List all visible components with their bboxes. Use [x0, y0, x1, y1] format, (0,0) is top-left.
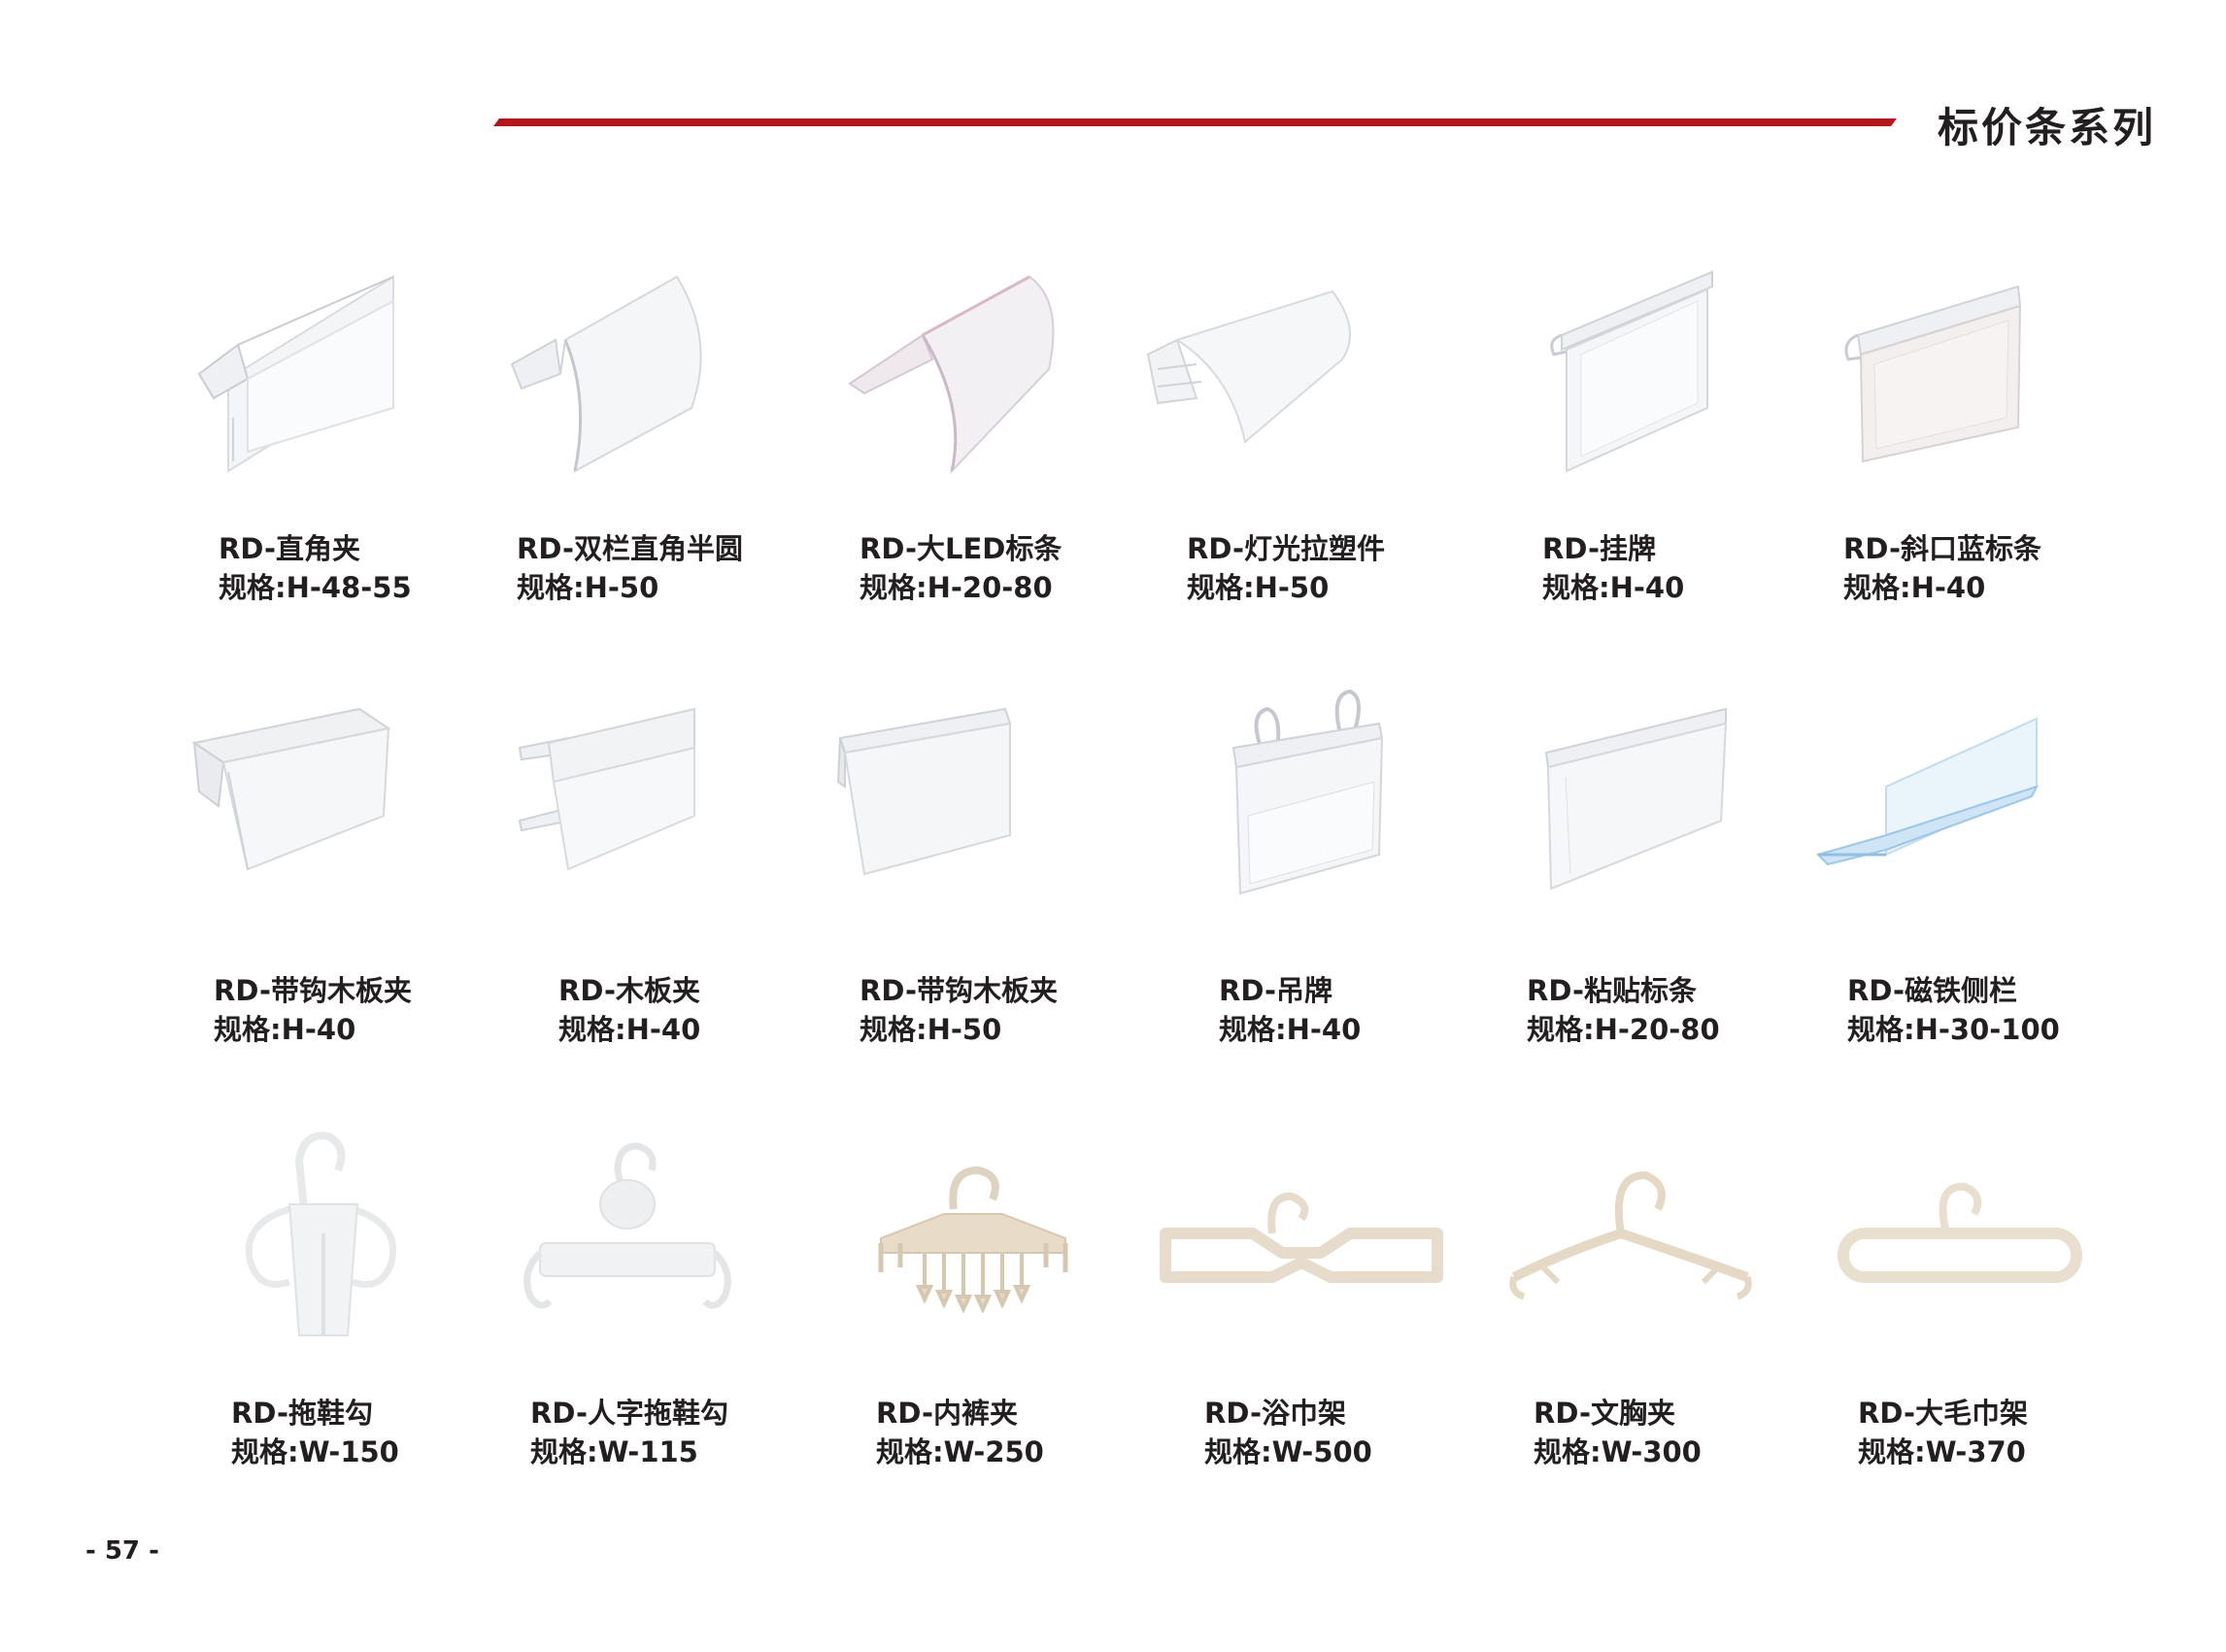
product-spec: 规格:H-48-55 [219, 571, 412, 604]
product-name: RD-直角夹 [219, 532, 360, 565]
page-number: - 57 - [85, 1536, 159, 1566]
hooked-board-clip-wide-icon [811, 699, 1102, 952]
product-caption: RD-直角夹 规格:H-48-55 [219, 529, 412, 607]
bevel-label-strip-icon [1795, 262, 2086, 515]
product-caption: RD-带钩木板夹 规格:H-40 [214, 971, 412, 1049]
product-name: RD-浴巾架 [1204, 1397, 1346, 1430]
large-led-strip-icon [811, 262, 1102, 515]
product-name: RD-木板夹 [558, 974, 700, 1007]
slipper-hook-icon [183, 1117, 474, 1369]
product-name: RD-带钩木板夹 [214, 974, 412, 1007]
product-caption: RD-人字拖鞋勾 规格:W-115 [530, 1394, 728, 1471]
product-caption: RD-斜口蓝标条 规格:H-40 [1843, 529, 2041, 607]
product-name: RD-挂牌 [1542, 532, 1656, 565]
product-caption: RD-拖鞋勾 规格:W-150 [231, 1394, 399, 1471]
product-caption: RD-文胸夹 规格:W-300 [1534, 1394, 1702, 1471]
product-caption: RD-内裤夹 规格:W-250 [876, 1394, 1044, 1471]
product-spec: 规格:W-300 [1534, 1435, 1702, 1468]
flip-flop-hook-icon [482, 1117, 773, 1369]
light-extrusion-icon [1138, 262, 1430, 515]
product-spec: 规格:H-20-80 [860, 571, 1053, 604]
product-caption: RD-带钩木板夹 规格:H-50 [860, 971, 1058, 1049]
double-rail-semicircle-icon [468, 262, 759, 515]
hooked-board-clip-icon [165, 699, 456, 952]
product-spec: 规格:W-370 [1858, 1435, 2026, 1468]
product-name: RD-人字拖鞋勾 [530, 1397, 728, 1430]
product-name: RD-斜口蓝标条 [1843, 532, 2041, 565]
product-name: RD-磁铁侧栏 [1847, 974, 2017, 1007]
product-name: RD-灯光拉塑件 [1187, 532, 1385, 565]
product-name: RD-双栏直角半圆 [517, 532, 743, 565]
hanging-pocket-icon [1170, 680, 1462, 932]
product-spec: 规格:H-50 [1187, 571, 1330, 604]
product-caption: RD-双栏直角半圆 规格:H-50 [517, 529, 743, 607]
product-spec: 规格:H-50 [517, 571, 659, 604]
product-spec: 规格:W-115 [530, 1435, 698, 1468]
page-title: 标价条系列 [1938, 104, 2157, 152]
adhesive-label-strip-icon [1478, 699, 1770, 952]
product-spec: 规格:W-250 [876, 1435, 1044, 1468]
product-spec: 规格:H-40 [1542, 571, 1685, 604]
product-name: RD-拖鞋勾 [231, 1397, 373, 1430]
product-spec: 规格:H-40 [558, 1013, 701, 1046]
product-caption: RD-木板夹 规格:H-40 [558, 971, 700, 1049]
product-caption: RD-大LED标条 规格:H-20-80 [860, 529, 1062, 607]
product-caption: RD-浴巾架 规格:W-500 [1204, 1394, 1372, 1471]
header-rule [493, 118, 1897, 126]
product-caption: RD-吊牌 规格:H-40 [1219, 971, 1361, 1049]
product-name: RD-内裤夹 [876, 1397, 1018, 1430]
product-caption: RD-灯光拉塑件 规格:H-50 [1187, 529, 1385, 607]
product-caption: RD-磁铁侧栏 规格:H-30-100 [1847, 971, 2060, 1049]
large-towel-hanger-icon [1809, 1117, 2101, 1369]
product-spec: 规格:H-40 [214, 1013, 356, 1046]
product-caption: RD-大毛巾架 规格:W-370 [1858, 1394, 2028, 1471]
product-spec: 规格:W-500 [1204, 1435, 1372, 1468]
product-name: RD-文胸夹 [1534, 1397, 1675, 1430]
product-spec: 规格:H-20-80 [1527, 1013, 1720, 1046]
product-name: RD-粘贴标条 [1527, 974, 1697, 1007]
hang-tag-icon [1494, 262, 1785, 515]
product-caption: RD-粘贴标条 规格:H-20-80 [1527, 971, 1720, 1049]
right-angle-clip-icon [170, 262, 461, 515]
bra-hanger-icon [1485, 1117, 1776, 1369]
product-caption: RD-挂牌 规格:H-40 [1542, 529, 1684, 607]
product-name: RD-吊牌 [1219, 974, 1332, 1007]
product-name: RD-大LED标条 [860, 532, 1062, 565]
product-name: RD-大毛巾架 [1858, 1397, 2028, 1430]
underwear-clip-hanger-icon [827, 1117, 1119, 1369]
product-spec: 规格:H-40 [1843, 571, 1986, 604]
product-spec: 规格:H-50 [860, 1013, 1002, 1046]
magnetic-side-rail-icon [1799, 699, 2090, 952]
bath-towel-hanger-icon [1156, 1117, 1447, 1369]
product-spec: 规格:W-150 [231, 1435, 399, 1468]
board-clip-icon [510, 699, 801, 952]
product-spec: 规格:H-30-100 [1847, 1013, 2060, 1046]
product-spec: 规格:H-40 [1219, 1013, 1362, 1046]
product-name: RD-带钩木板夹 [860, 974, 1058, 1007]
